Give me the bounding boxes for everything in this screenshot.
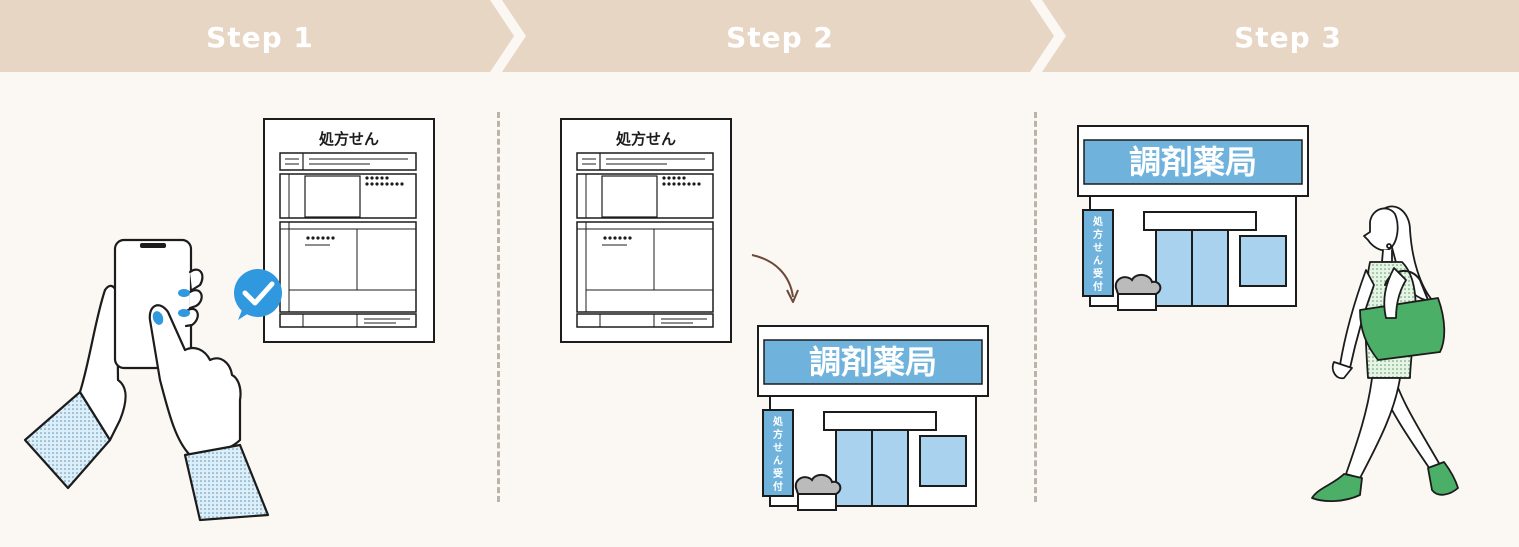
- reception-banner: 処 方 せ ん 受 付: [1092, 215, 1104, 293]
- svg-text:ん: ん: [1093, 255, 1103, 267]
- prescription-title: 処方せん: [615, 130, 676, 148]
- pharmacy-sign: 調剤薬局: [809, 343, 937, 381]
- step-3-chevron: [1042, 0, 1519, 72]
- smartphone-icon: [23, 238, 270, 522]
- reception-banner: 処 方 せ ん 受 付: [772, 415, 784, 493]
- prescription-title: 処方せん: [318, 130, 379, 148]
- pharmacy-icon: 調剤薬局 処 方 せ ん 受 付: [757, 325, 989, 511]
- arrow-icon: [751, 254, 799, 303]
- svg-text:付: 付: [773, 480, 783, 493]
- check-icon: [234, 269, 282, 320]
- svg-text:ん: ん: [773, 455, 783, 467]
- steps-header: Step 1 Step 2 Step 3: [0, 0, 1519, 72]
- svg-text:付: 付: [1093, 280, 1103, 293]
- svg-text:方: 方: [1093, 228, 1103, 241]
- svg-text:方: 方: [773, 428, 783, 441]
- pharmacy-icon: 調剤薬局 処 方 せ ん 受 付: [1077, 125, 1309, 311]
- step-divider-1: [497, 112, 500, 502]
- steps-header-background: [0, 0, 1519, 72]
- prescription-icon: 処方せん: [560, 118, 732, 343]
- step-divider-2: [1034, 112, 1037, 502]
- step-2-label: Step 2: [726, 21, 834, 54]
- step-1-label: Step 1: [206, 21, 314, 54]
- step-3-label: Step 3: [1234, 21, 1342, 54]
- svg-text:受: 受: [773, 467, 783, 480]
- svg-text:受: 受: [1093, 267, 1103, 280]
- svg-text:せ: せ: [773, 442, 783, 454]
- svg-text:せ: せ: [1093, 242, 1103, 254]
- step-2-chevron: [502, 0, 1054, 72]
- svg-text:処: 処: [1092, 215, 1104, 228]
- svg-text:処: 処: [772, 415, 784, 428]
- woman-with-bag-icon: [1311, 205, 1459, 502]
- prescription-icon: 処方せん: [263, 118, 435, 343]
- pharmacy-sign: 調剤薬局: [1129, 143, 1257, 181]
- step-1-chevron: [0, 0, 514, 72]
